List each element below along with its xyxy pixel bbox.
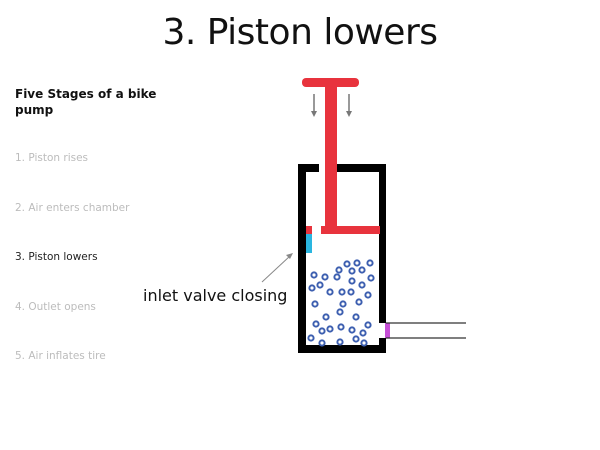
air-molecule	[333, 273, 341, 281]
air-molecules	[307, 259, 375, 347]
air-molecule	[339, 300, 347, 308]
air-molecule	[358, 266, 366, 274]
air-molecule	[348, 277, 356, 285]
air-molecule	[336, 338, 344, 346]
outlet-tube	[386, 322, 466, 339]
stage-5: 5. Air inflates tire	[15, 350, 106, 362]
stage-3-current: 3. Piston lowers	[15, 251, 98, 263]
inlet-valve-label: inlet valve closing	[143, 286, 288, 305]
air-molecule	[358, 281, 366, 289]
air-molecule	[364, 291, 372, 299]
air-molecule	[316, 281, 324, 289]
down-arrows	[311, 94, 352, 117]
air-molecule	[336, 308, 344, 316]
air-molecule	[359, 329, 367, 337]
air-molecule	[352, 313, 360, 321]
air-molecule	[311, 300, 319, 308]
air-molecule	[318, 327, 326, 335]
air-molecule	[326, 325, 334, 333]
air-molecule	[343, 260, 351, 268]
air-molecule	[338, 288, 346, 296]
air-molecule	[355, 298, 363, 306]
air-molecule	[352, 335, 360, 343]
air-molecule	[310, 271, 318, 279]
air-molecule	[367, 274, 375, 282]
air-molecule	[347, 288, 355, 296]
air-molecule	[348, 267, 356, 275]
air-molecule	[312, 320, 320, 328]
air-molecule	[360, 339, 368, 347]
air-molecule	[353, 259, 361, 267]
inlet-valve	[306, 234, 312, 253]
sidebar-heading: Five Stages of a bike pump	[15, 87, 157, 117]
air-molecule	[318, 339, 326, 347]
piston	[302, 78, 380, 234]
annotation-arrow	[261, 253, 293, 283]
outlet-valve	[385, 323, 390, 338]
air-molecule	[366, 259, 374, 267]
air-molecule	[308, 284, 316, 292]
air-molecule	[348, 326, 356, 334]
air-molecule	[335, 266, 343, 274]
air-molecule	[307, 334, 315, 342]
stage-1: 1. Piston rises	[15, 152, 89, 164]
air-molecule	[321, 273, 329, 281]
slide-title: 3. Piston lowers	[162, 12, 438, 53]
air-molecule	[326, 288, 334, 296]
stage-2: 2. Air enters chamber	[15, 202, 130, 214]
air-molecule	[364, 321, 372, 329]
stage-4: 4. Outlet opens	[15, 301, 96, 313]
air-molecule	[337, 323, 345, 331]
air-molecule	[322, 313, 330, 321]
cylinder	[298, 164, 386, 353]
